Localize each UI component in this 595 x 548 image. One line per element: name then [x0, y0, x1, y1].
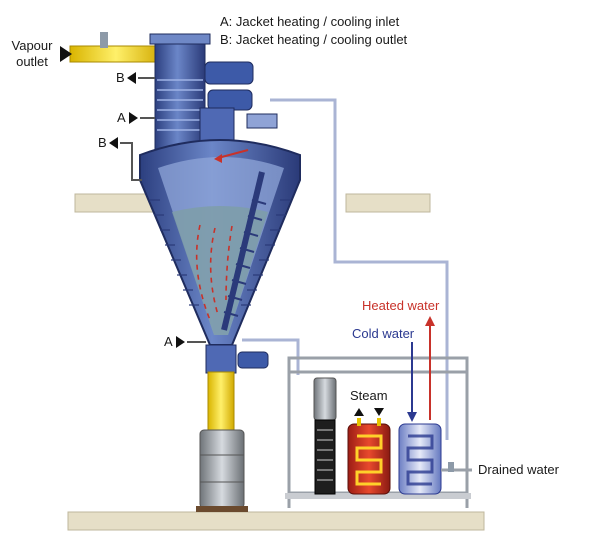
arm-direction-arrow — [217, 149, 249, 159]
receiving-drum — [199, 429, 245, 509]
heating-coil — [355, 434, 383, 486]
steam-out-arrow-icon — [374, 408, 384, 416]
floor-slab — [67, 511, 485, 531]
steam-in-arrow-icon — [354, 408, 364, 416]
pump-coils — [317, 429, 333, 481]
steam-label: Steam — [350, 388, 388, 403]
cold-water-label: Cold water — [352, 326, 415, 341]
vapour-outlet-label: Vapour outlet — [6, 38, 58, 70]
marker-a-lower: A — [164, 334, 173, 349]
vapour-outlet-label-line1: Vapour — [11, 38, 53, 53]
discharge-chute — [207, 371, 235, 433]
marker-a-upper: A — [117, 110, 126, 125]
marker-b-lower: B — [98, 135, 107, 150]
jacket-b-lower-nozzle — [120, 142, 142, 181]
heated-water-label: Heated water — [362, 298, 440, 313]
jacket-ribs — [150, 199, 290, 306]
steam-valve-right — [377, 418, 381, 426]
vapour-outlet-arrow-icon — [60, 46, 72, 62]
upper-platform-left — [74, 193, 158, 213]
orbiting-screw-shaft — [221, 171, 265, 331]
mixing-flow — [195, 224, 233, 321]
drive-motor-lower — [207, 89, 253, 111]
discharge-valve — [205, 344, 237, 374]
gearbox — [199, 107, 235, 145]
arm-direction-arrowhead-icon — [214, 154, 222, 163]
marker-b-upper: B — [116, 70, 125, 85]
legend-jacket-inlet: A: Jacket heating / cooling inlet — [220, 14, 400, 29]
screw-flights — [223, 199, 267, 317]
pallet — [196, 506, 248, 512]
jacket-a-upper-arrow-icon — [129, 112, 138, 124]
jacket-b-upper-arrow-icon — [127, 72, 136, 84]
drum-hoops — [200, 454, 244, 483]
column-top-flange — [149, 33, 211, 45]
drive-motor-upper — [204, 61, 254, 85]
heated-water-arrow-icon — [425, 316, 435, 326]
upper-platform-right — [345, 193, 431, 213]
vapour-outlet-label-line2: outlet — [16, 54, 48, 69]
vacuum-pump-motor — [313, 377, 337, 421]
charging-port — [246, 113, 278, 129]
drained-water-label: Drained water — [478, 462, 559, 477]
drain-valve — [448, 462, 454, 472]
filter-column — [154, 37, 206, 159]
cold-water-arrow-icon — [407, 412, 417, 422]
skid-base — [285, 493, 471, 499]
vacuum-pump-body — [314, 419, 336, 495]
jacket-a-lower-arrow-icon — [176, 336, 185, 348]
vapour-valve — [100, 32, 108, 48]
legend-jacket-outlet: B: Jacket heating / cooling outlet — [220, 32, 408, 47]
cooling-coil — [406, 434, 434, 486]
column-ribs — [157, 79, 203, 131]
steam-valve-left — [357, 418, 361, 426]
vapour-outlet-pipe — [69, 45, 163, 63]
discharge-motor — [237, 351, 269, 369]
utility-pipes — [242, 98, 449, 440]
jacket-b-lower-arrow-icon — [109, 137, 118, 149]
